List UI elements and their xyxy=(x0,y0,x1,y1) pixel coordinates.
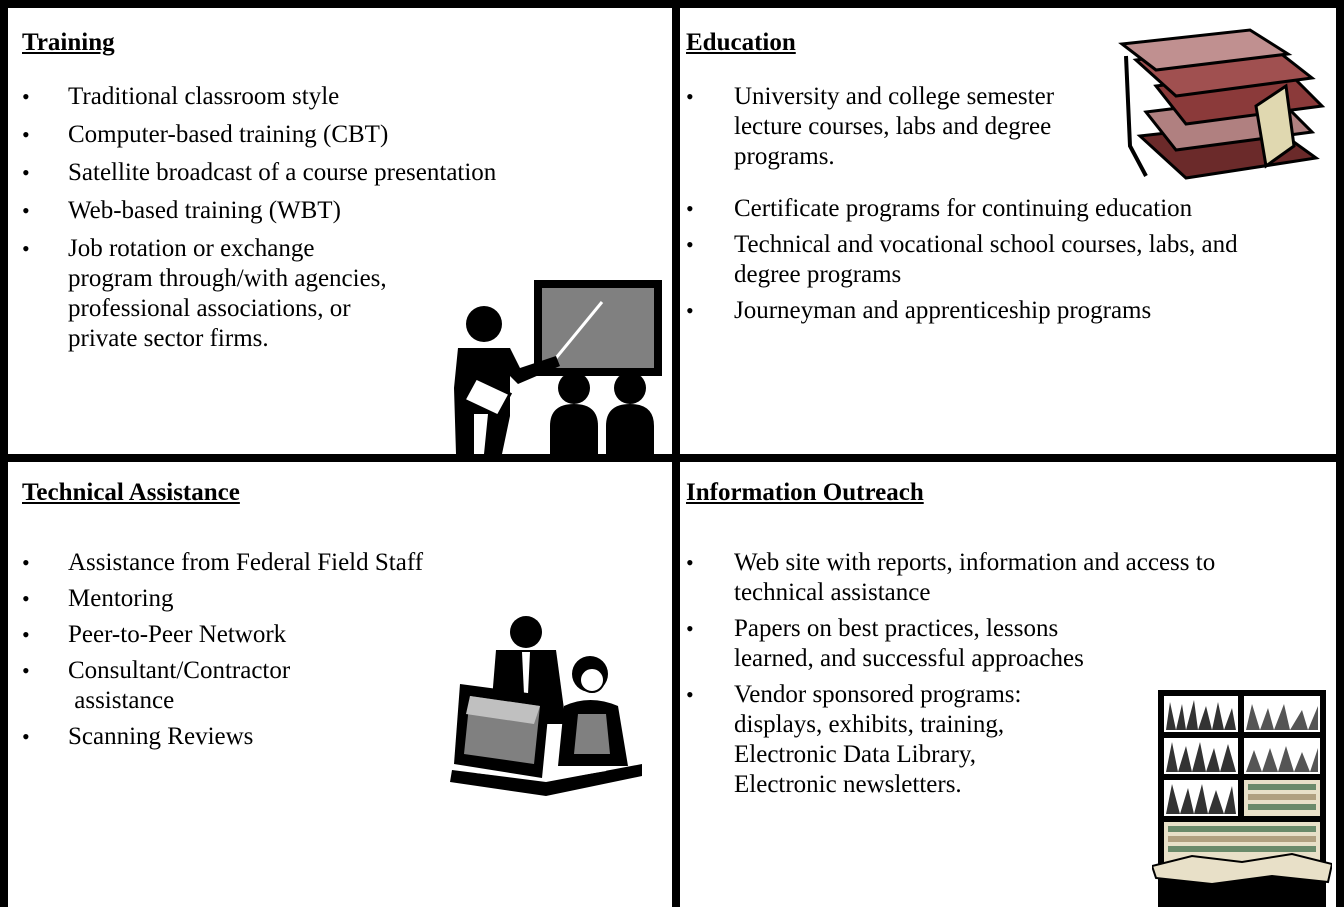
list-item: •Job rotation or exchange program throug… xyxy=(22,235,387,352)
list-item: •Traditional classroom style xyxy=(22,83,340,110)
right-border xyxy=(1336,0,1344,907)
list-item: •Scanning Reviews xyxy=(22,723,254,750)
list-item: •Consultant/Contractor assistance xyxy=(22,657,291,714)
list-item: •Mentoring xyxy=(22,585,174,612)
information-outreach-title: Information Outreach xyxy=(686,479,924,506)
list-item: •Web-based training (WBT) xyxy=(22,197,341,224)
list-item: •Web site with reports, information and … xyxy=(686,549,1216,606)
quadrant-information-outreach: Information Outreach •Web site with repo… xyxy=(680,462,1336,907)
technical-assistance-title: Technical Assistance xyxy=(22,479,240,506)
education-list: •University and college semester lecture… xyxy=(686,82,1326,326)
list-item: •Certificate programs for continuing edu… xyxy=(686,195,1193,222)
books-stack-icon xyxy=(1118,28,1326,180)
quadrant-education: Education •University and college semest… xyxy=(680,8,1336,454)
list-item: •Technical and vocational school courses… xyxy=(686,231,1238,288)
bookshelf-icon xyxy=(1152,690,1332,907)
list-item: •Vendor sponsored programs: displays, ex… xyxy=(686,681,1022,798)
teacher-classroom-icon xyxy=(454,280,662,454)
training-list: •Traditional classroom style •Computer-b… xyxy=(22,82,642,354)
left-border xyxy=(0,0,8,907)
information-outreach-list: •Web site with reports, information and … xyxy=(686,548,1326,800)
list-item: •Peer-to-Peer Network xyxy=(22,621,287,648)
training-title: Training xyxy=(22,29,115,56)
education-title: Education xyxy=(686,29,796,56)
list-item: •University and college semester lecture… xyxy=(686,83,1055,170)
list-item: •Computer-based training (CBT) xyxy=(22,121,389,148)
technical-assistance-list: •Assistance from Federal Field Staff •Me… xyxy=(22,548,642,752)
center-divider xyxy=(672,0,680,907)
list-item: •Assistance from Federal Field Staff xyxy=(22,549,424,576)
middle-divider xyxy=(0,454,1344,462)
quadrant-training: Training •Traditional classroom style •C… xyxy=(8,8,672,454)
computer-assistance-icon xyxy=(450,616,642,796)
list-item: •Papers on best practices, lessons learn… xyxy=(686,615,1084,672)
list-item: •Journeyman and apprenticeship programs xyxy=(686,297,1152,324)
list-item: •Satellite broadcast of a course present… xyxy=(22,159,497,186)
quadrant-technical-assistance: Technical Assistance •Assistance from Fe… xyxy=(8,462,672,907)
